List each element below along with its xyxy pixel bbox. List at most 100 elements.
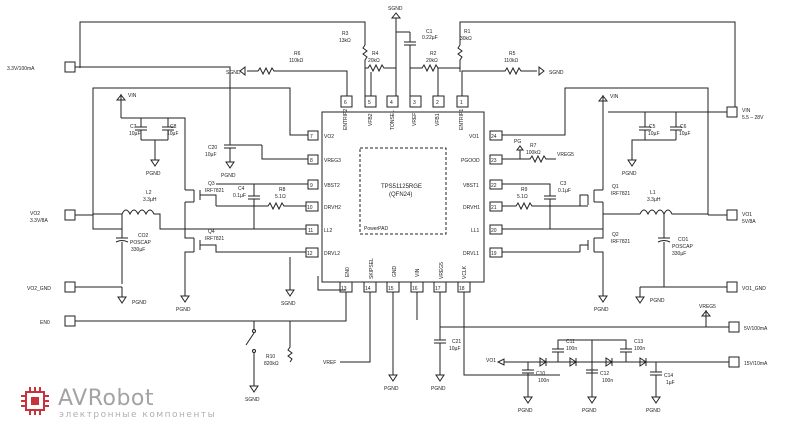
q1-label: Q1: [612, 184, 619, 190]
v33-connector[interactable]: [64, 61, 76, 73]
r10-value: 820kΩ: [264, 361, 279, 367]
vo2-gnd-label: VO2_GND: [27, 286, 51, 292]
r2-value: 20kΩ: [426, 58, 438, 64]
left-network: 3.3V/100mA VIN C7 10µF C8 10µF PGND C20: [7, 61, 347, 403]
vin-connector-label: VIN: [742, 108, 751, 114]
watermark-brand: AVRobot: [58, 386, 155, 411]
pin-6-name: ENTRIP2: [343, 109, 349, 130]
co2-value: 330µF: [131, 247, 145, 253]
pin-17-num: 17: [435, 286, 441, 292]
r8-resistor: [216, 201, 306, 211]
diode-3: [605, 357, 613, 367]
ic-package: (QFN24): [389, 192, 412, 198]
pin-18-num: 18: [459, 286, 465, 292]
pin-5-name: VFB2: [368, 113, 374, 126]
pin-3: [409, 95, 422, 108]
vref-label: VREF: [323, 360, 336, 366]
pin-9-num: 9: [310, 183, 313, 189]
ic-pins-top: 6 ENTRIP2 5 VFB2 4 TONSEL 3 VREF 2 VFB1 …: [340, 95, 469, 130]
c20-label: C20: [208, 145, 217, 151]
pin-3-name: VREF: [412, 113, 418, 126]
vin-connector[interactable]: [726, 106, 738, 118]
v5-label: 5V/100mA: [744, 326, 768, 332]
r2-label: R2: [430, 51, 437, 57]
pin-12-num: 12: [307, 251, 313, 257]
q4-value: IRF7821: [205, 236, 224, 242]
pin-24-num: 24: [491, 134, 497, 140]
q2-value: IRF7821: [611, 239, 630, 245]
ic-pins-right: 24 VO1 23 PGOOD 22 VBST1 21 DRVH1 20 LL1…: [461, 130, 503, 258]
avrobot-logo-icon: [21, 387, 49, 415]
q2-mosfet: [579, 238, 595, 252]
sgnd-r5-label: SGND: [549, 70, 564, 76]
vo2-label: VO2: [30, 211, 40, 217]
pin-2-name: VFB1: [435, 113, 441, 126]
r1-resistor: [457, 44, 463, 72]
ic-powerpad: [359, 147, 447, 235]
r5-label: R5: [509, 51, 516, 57]
pin-6-num: 6: [344, 100, 347, 106]
r1-label: R1: [464, 29, 471, 35]
v15-connector[interactable]: [728, 356, 740, 368]
co1-value: 330µF: [672, 251, 686, 257]
r3-label: R3: [342, 31, 349, 37]
right-network: VIN 5.5 – 28V VIN C5 10µF C6 10µF PGND P…: [502, 68, 766, 313]
q3-value: IRF7821: [205, 188, 224, 194]
ic-pad-label: PowerPAD: [364, 226, 388, 232]
en0-connector[interactable]: [64, 315, 76, 327]
vo2-connector[interactable]: [64, 209, 76, 221]
pin-15-name: GND: [392, 266, 398, 278]
watermark-tagline: электронные компоненты: [59, 410, 217, 420]
vo1-sub-label: 5V/8A: [742, 219, 756, 225]
q2-label: Q2: [612, 232, 619, 238]
v15-label: 15V/10mA: [744, 361, 768, 367]
pin-13-num: 13: [341, 286, 347, 292]
c7-value: 10µF: [129, 131, 141, 137]
pin-7-num: 7: [310, 134, 313, 140]
bottom-network: VREF PGND C21 10µF PGND VREG5 5V/100mA V…: [323, 292, 768, 414]
pin-16-num: 16: [412, 286, 418, 292]
v33-label: 3.3V/100mA: [7, 66, 35, 72]
r3-value: 13kΩ: [339, 38, 351, 44]
r9-resistor: [502, 201, 588, 211]
c12-value: 100n: [602, 378, 613, 384]
co2-type: POSCAP: [130, 240, 152, 246]
pin-23-name: PGOOD: [461, 158, 480, 164]
ic-pins-left: 7 VO2 8 VREG3 9 VBST2 10 DRVH2 11 LL2 12…: [305, 130, 341, 258]
r4-label: R4: [372, 51, 379, 57]
pgnd-q2-label: PGND: [594, 307, 609, 313]
sgnd-sw-label: SGND: [245, 397, 260, 403]
pin-14-num: 14: [365, 286, 371, 292]
c4-value: 0.1µF: [233, 193, 246, 199]
vo1-gnd-connector[interactable]: [726, 281, 738, 293]
pin-1-num: 1: [460, 100, 463, 106]
pgnd-c21-label: PGND: [431, 386, 446, 392]
pin-21-num: 21: [491, 205, 497, 211]
c20-value: 10µF: [205, 152, 217, 158]
r5-resistor: [461, 66, 537, 96]
diode-1: [539, 357, 547, 367]
c10-label: C10: [536, 371, 545, 377]
c4-label: C4: [238, 186, 245, 192]
co1-type: POSCAP: [672, 244, 694, 250]
ic-pins-bottom: 13 EN0 14 SKIPSEL 15 GND 16 VIN 17 VREG5…: [339, 258, 471, 293]
pgnd-vo2-label: PGND: [132, 300, 147, 306]
c5-value: 10µF: [648, 131, 660, 137]
v5-connector[interactable]: [728, 321, 740, 333]
r8-value: 5.1Ω: [275, 194, 286, 200]
r9-value: 5.1Ω: [517, 194, 528, 200]
l2-value: 3.3µH: [143, 197, 157, 203]
vo2-gnd-connector[interactable]: [64, 281, 76, 293]
co2-label: CO2: [138, 233, 149, 239]
vo1-connector[interactable]: [726, 209, 738, 221]
c6-label: C6: [680, 124, 687, 130]
pin-11-name: LL2: [324, 228, 333, 234]
r4-value: 20kΩ: [368, 58, 380, 64]
l2-label: L2: [146, 190, 152, 196]
pgnd-pin15-label: PGND: [384, 386, 399, 392]
c1-label: C1: [426, 29, 433, 35]
c11-label: C11: [566, 339, 575, 345]
diode-2: [569, 357, 577, 367]
pin-8-name: VREG3: [324, 158, 341, 164]
